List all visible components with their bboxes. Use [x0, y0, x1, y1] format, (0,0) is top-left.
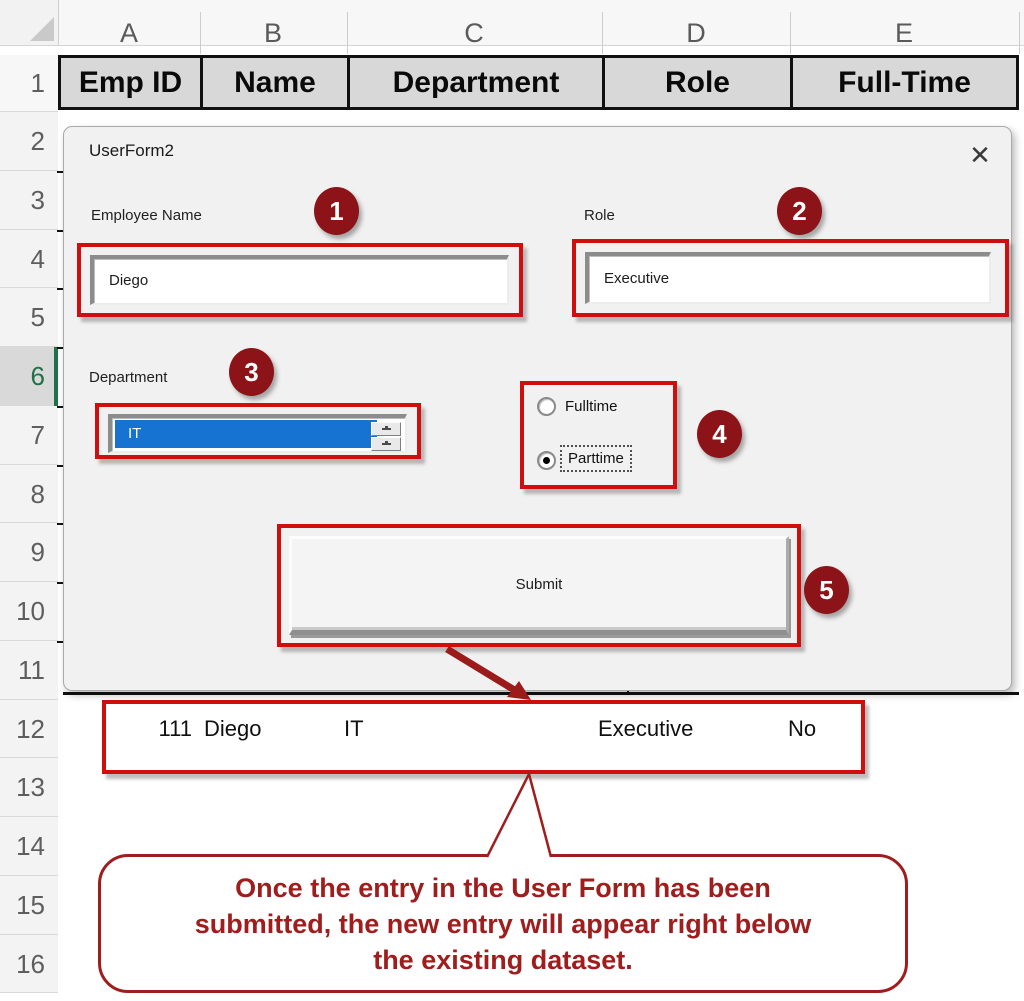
column-header-e[interactable]: E — [894, 18, 914, 48]
select-all-triangle-icon — [30, 17, 54, 41]
row-header-7[interactable]: 7 — [0, 406, 58, 465]
cell-e12[interactable]: No — [788, 716, 817, 741]
annotation-box-role: Executive — [572, 239, 1009, 317]
cell-c1[interactable]: Department — [350, 58, 605, 107]
callout-line-2: submitted, the new entry will appear rig… — [194, 908, 812, 939]
gridline-tick — [57, 582, 64, 584]
close-icon[interactable]: ✕ — [969, 140, 991, 170]
row-header-4[interactable]: 4 — [0, 230, 58, 288]
spin-down-icon — [381, 441, 391, 445]
step-badge-5: 5 — [804, 566, 849, 614]
annotation-box-employment-type: Fulltime Parttime — [520, 381, 677, 489]
spin-down-button[interactable] — [371, 437, 401, 451]
department-label: Department — [89, 369, 168, 386]
row-header-9[interactable]: 9 — [0, 523, 58, 582]
row-header-8[interactable]: 8 — [0, 465, 58, 523]
role-label: Role — [584, 207, 615, 224]
row-header-6-active[interactable]: 6 — [0, 347, 58, 406]
annotation-box-employee-name: Diego — [77, 243, 523, 317]
spin-up-button[interactable] — [371, 422, 401, 436]
callout-note: Once the entry in the User Form has been… — [98, 854, 908, 993]
column-separator — [200, 12, 201, 54]
employee-name-value: Diego — [109, 272, 149, 289]
step-badge-3: 3 — [229, 348, 274, 396]
row-header-16[interactable]: 16 — [0, 935, 58, 993]
select-all-corner[interactable] — [0, 0, 59, 45]
row-header-12[interactable]: 12 — [0, 700, 58, 758]
role-input[interactable]: Executive — [585, 252, 991, 304]
row-header-1[interactable]: 1 — [0, 55, 58, 112]
cell-c12[interactable]: IT — [344, 716, 364, 741]
row-header-13[interactable]: 13 — [0, 758, 58, 817]
row-header-14[interactable]: 14 — [0, 817, 58, 876]
column-header-b[interactable]: B — [263, 18, 283, 48]
row-header-10[interactable]: 10 — [0, 582, 58, 641]
annotation-box-submit: Submit — [277, 524, 801, 647]
row-header-2[interactable]: 2 — [0, 112, 58, 171]
annotation-box-new-entry — [102, 700, 865, 774]
cell-a1[interactable]: Emp ID — [61, 58, 203, 107]
cell-b12[interactable]: Diego — [204, 716, 262, 741]
department-spinner — [371, 422, 401, 452]
submit-button[interactable]: Submit — [289, 536, 789, 635]
gridline-tick — [57, 347, 64, 349]
cell-d12[interactable]: Executive — [598, 716, 694, 741]
column-header-strip — [0, 0, 1024, 46]
gridline-tick — [57, 641, 64, 643]
cell-d1[interactable]: Role — [605, 58, 793, 107]
dataset-header-row: Emp ID Name Department Role Full-Time — [58, 55, 1019, 110]
callout-line-1: Once the entry in the User Form has been — [235, 872, 771, 903]
gridline-tick — [57, 465, 64, 467]
employee-name-label: Employee Name — [91, 207, 202, 224]
gridline-tick — [57, 171, 64, 173]
annotation-box-department: IT — [95, 403, 421, 459]
row-header-15[interactable]: 15 — [0, 876, 58, 935]
gridline-tick — [57, 523, 64, 525]
dataset-bottom-border — [63, 692, 1019, 695]
cell-a12[interactable]: 111 — [158, 716, 192, 741]
parttime-radio-label[interactable]: Parttime — [560, 445, 632, 472]
column-header-a[interactable]: A — [119, 18, 139, 48]
gridline-tick — [57, 288, 64, 290]
userform-dialog: UserForm2 ✕ Employee Name Role Diego Exe… — [63, 126, 1012, 691]
step-badge-4: 4 — [697, 410, 742, 458]
column-separator — [347, 12, 348, 54]
step-badge-2: 2 — [777, 187, 822, 235]
cell-b1[interactable]: Name — [203, 58, 350, 107]
userform-title: UserForm2 — [89, 141, 175, 160]
gridline-tick — [57, 406, 64, 408]
step-badge-1: 1 — [314, 187, 359, 235]
fulltime-radio-label[interactable]: Fulltime — [565, 398, 618, 415]
column-header-c[interactable]: C — [464, 18, 484, 48]
parttime-radio[interactable] — [537, 451, 556, 470]
column-separator — [790, 12, 791, 54]
spin-up-icon — [381, 426, 391, 430]
callout-line-3: the existing dataset. — [373, 944, 633, 975]
row-header-11[interactable]: 11 — [0, 641, 58, 700]
column-header-d[interactable]: D — [686, 18, 706, 48]
department-combobox[interactable]: IT — [108, 414, 407, 453]
employee-name-input[interactable]: Diego — [90, 255, 509, 305]
callout-tail — [485, 770, 553, 858]
column-separator — [1019, 12, 1020, 54]
role-value: Executive — [604, 270, 670, 287]
active-row-indicator — [54, 347, 58, 406]
submit-button-label: Submit — [515, 576, 563, 593]
cell-e1[interactable]: Full-Time — [838, 65, 971, 99]
column-separator — [602, 12, 603, 54]
gridline-tick — [57, 230, 64, 232]
row-header-5[interactable]: 5 — [0, 288, 58, 347]
row-header-3[interactable]: 3 — [0, 171, 58, 230]
department-selected-option: IT — [115, 420, 377, 448]
fulltime-radio[interactable] — [537, 397, 556, 416]
